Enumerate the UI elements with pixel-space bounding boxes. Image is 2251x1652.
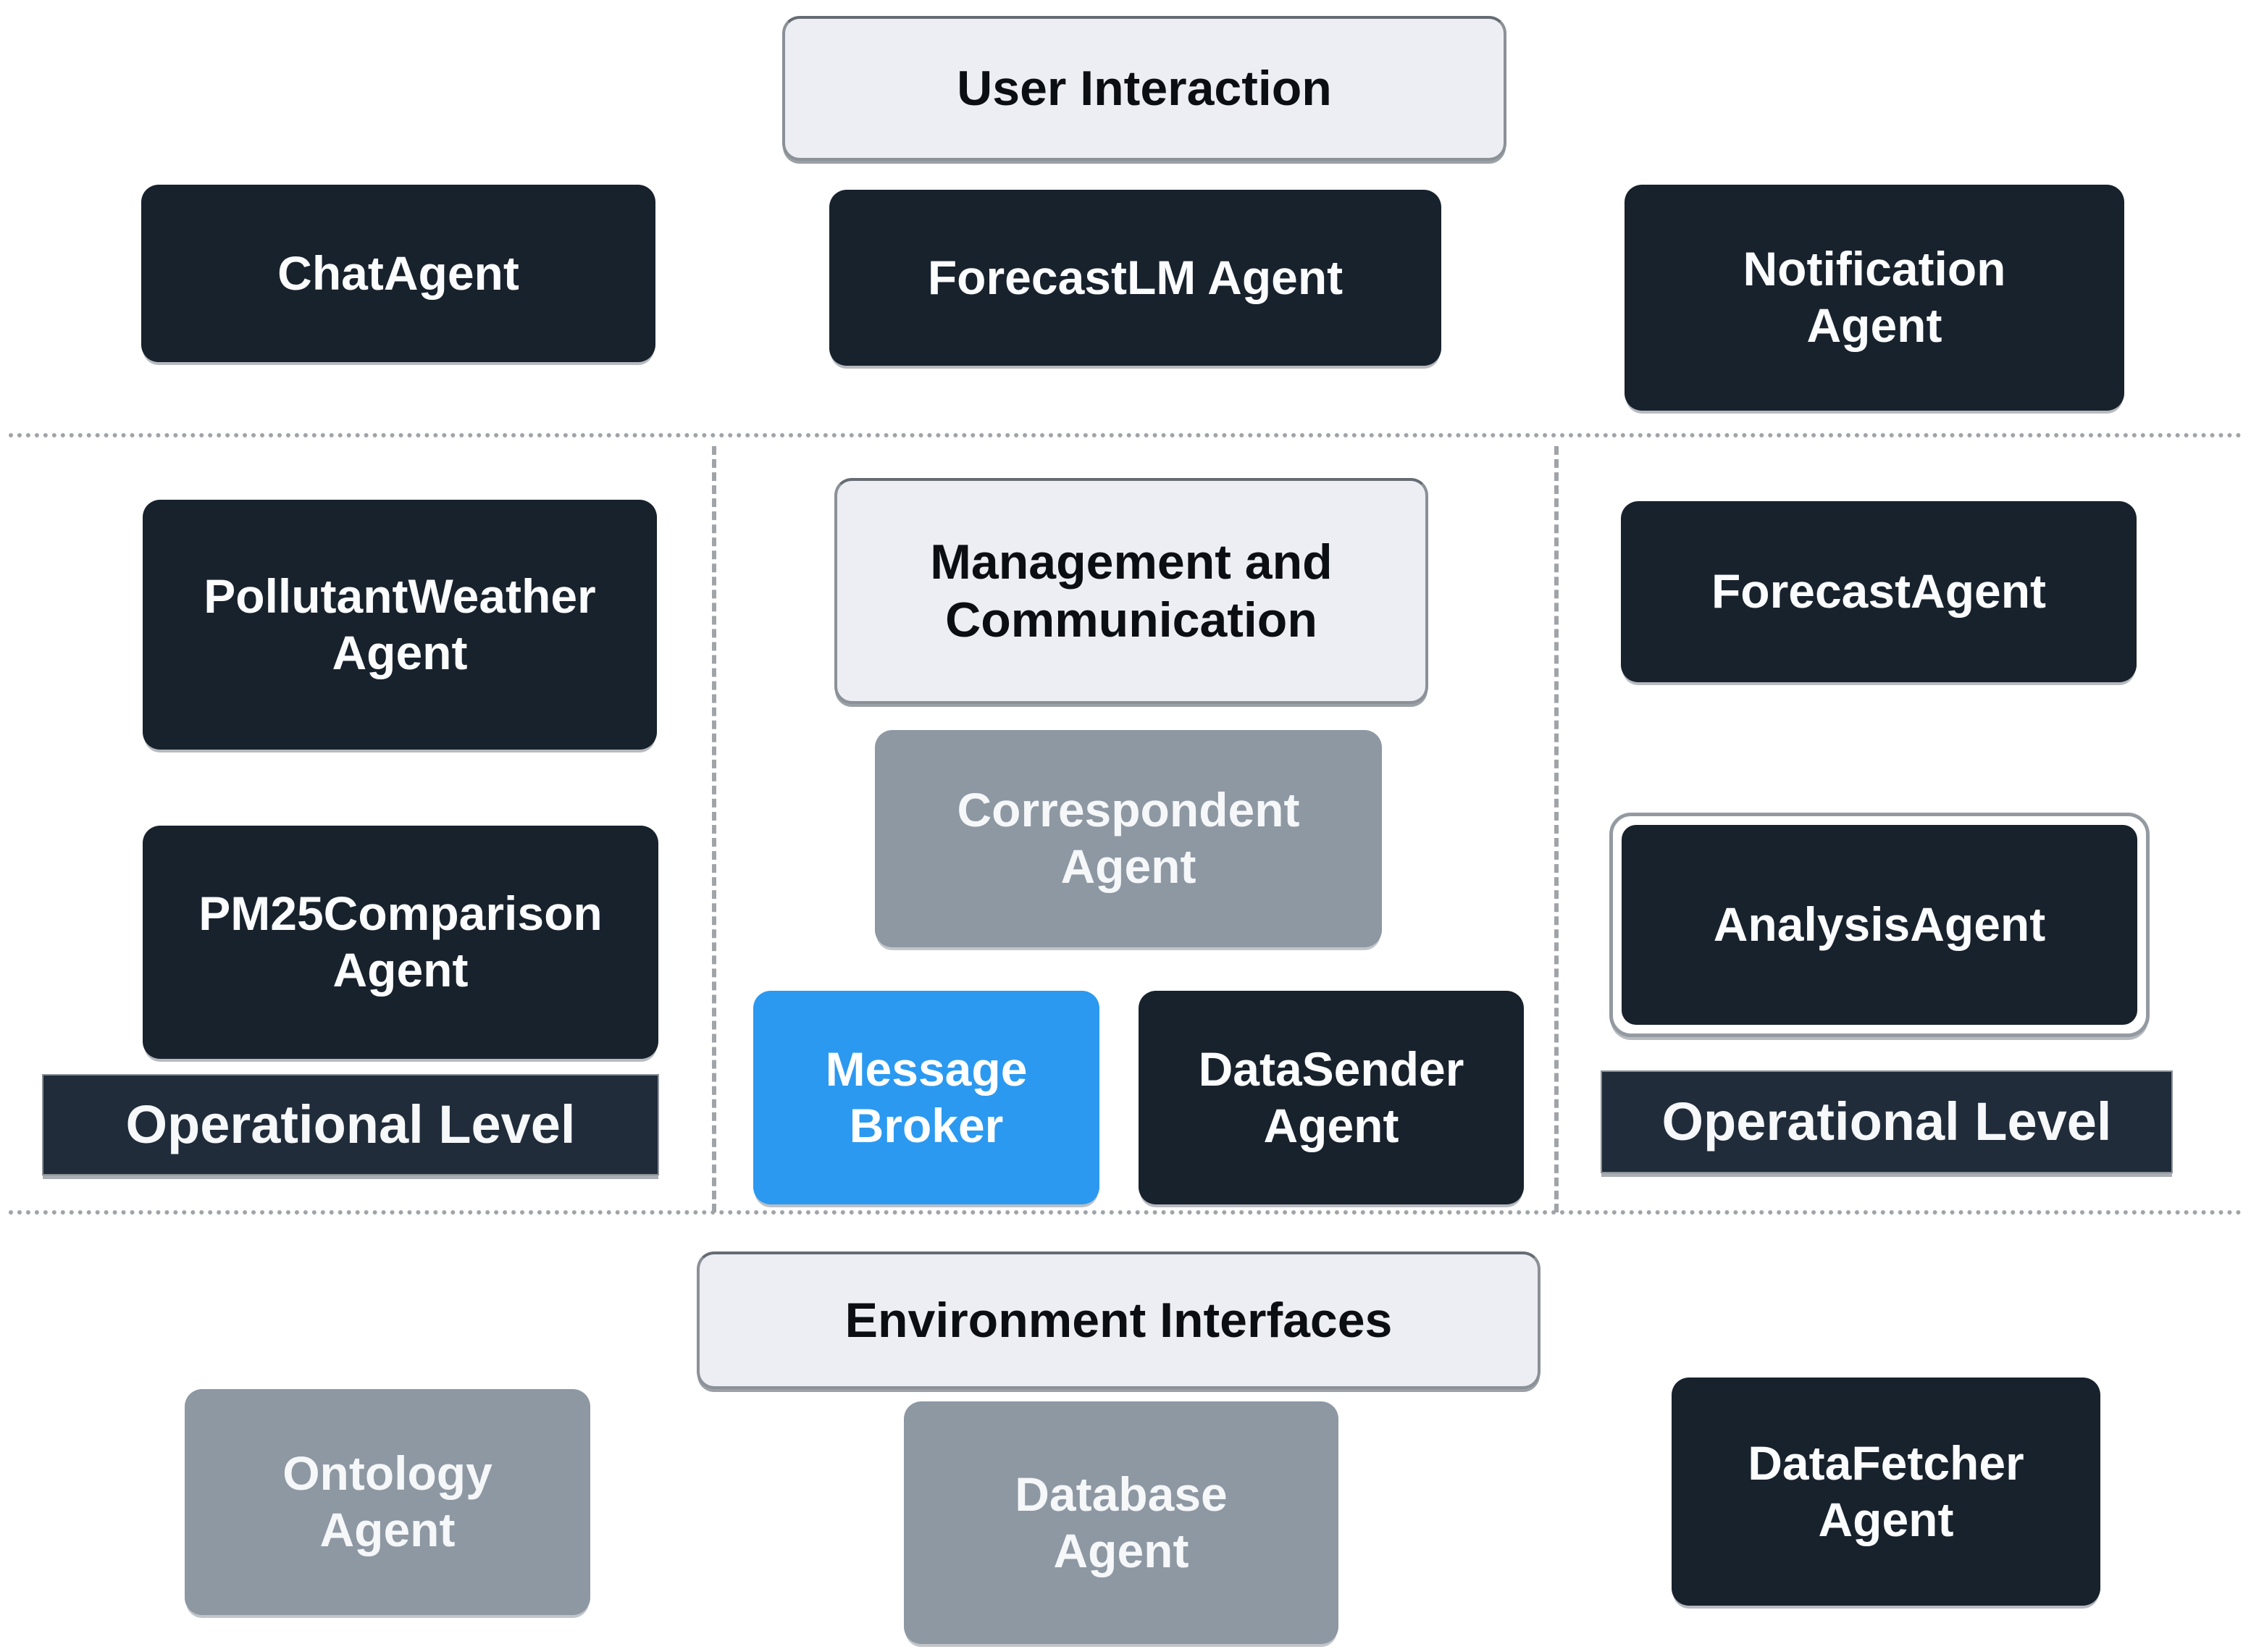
divider-horizontal-top bbox=[9, 433, 2242, 437]
agent-database: Database Agent bbox=[904, 1401, 1338, 1644]
divider-vertical-left bbox=[712, 446, 716, 1212]
divider-vertical-right bbox=[1554, 446, 1559, 1212]
layer-title-user-interaction: User Interaction bbox=[782, 16, 1506, 161]
agent-datafetcher: DataFetcher Agent bbox=[1672, 1378, 2100, 1606]
agent-correspondent: Correspondent Agent bbox=[875, 730, 1382, 947]
agent-ontology: Ontology Agent bbox=[185, 1389, 590, 1615]
agent-forecast: ForecastAgent bbox=[1621, 501, 2137, 682]
agent-analysis-frame: AnalysisAgent bbox=[1609, 813, 2150, 1037]
layer-title-environment-interfaces: Environment Interfaces bbox=[697, 1251, 1541, 1389]
agent-chat: ChatAgent bbox=[141, 185, 655, 362]
agent-message-broker: Message Broker bbox=[753, 991, 1099, 1204]
agent-datasender: DataSender Agent bbox=[1139, 991, 1524, 1204]
divider-horizontal-bottom bbox=[9, 1210, 2242, 1215]
agent-analysis: AnalysisAgent bbox=[1622, 825, 2137, 1025]
agent-pm25-comparison: PM25Comparison Agent bbox=[143, 826, 658, 1059]
agent-pollutant-weather: PollutantWeather Agent bbox=[143, 500, 657, 750]
agent-forecastlm: ForecastLM Agent bbox=[829, 190, 1441, 366]
layer-title-management-communication: Management and Communication bbox=[834, 478, 1428, 704]
label-operational-level-right: Operational Level bbox=[1601, 1070, 2173, 1173]
label-operational-level-left: Operational Level bbox=[42, 1074, 659, 1175]
agent-notification: Notification Agent bbox=[1625, 185, 2124, 411]
